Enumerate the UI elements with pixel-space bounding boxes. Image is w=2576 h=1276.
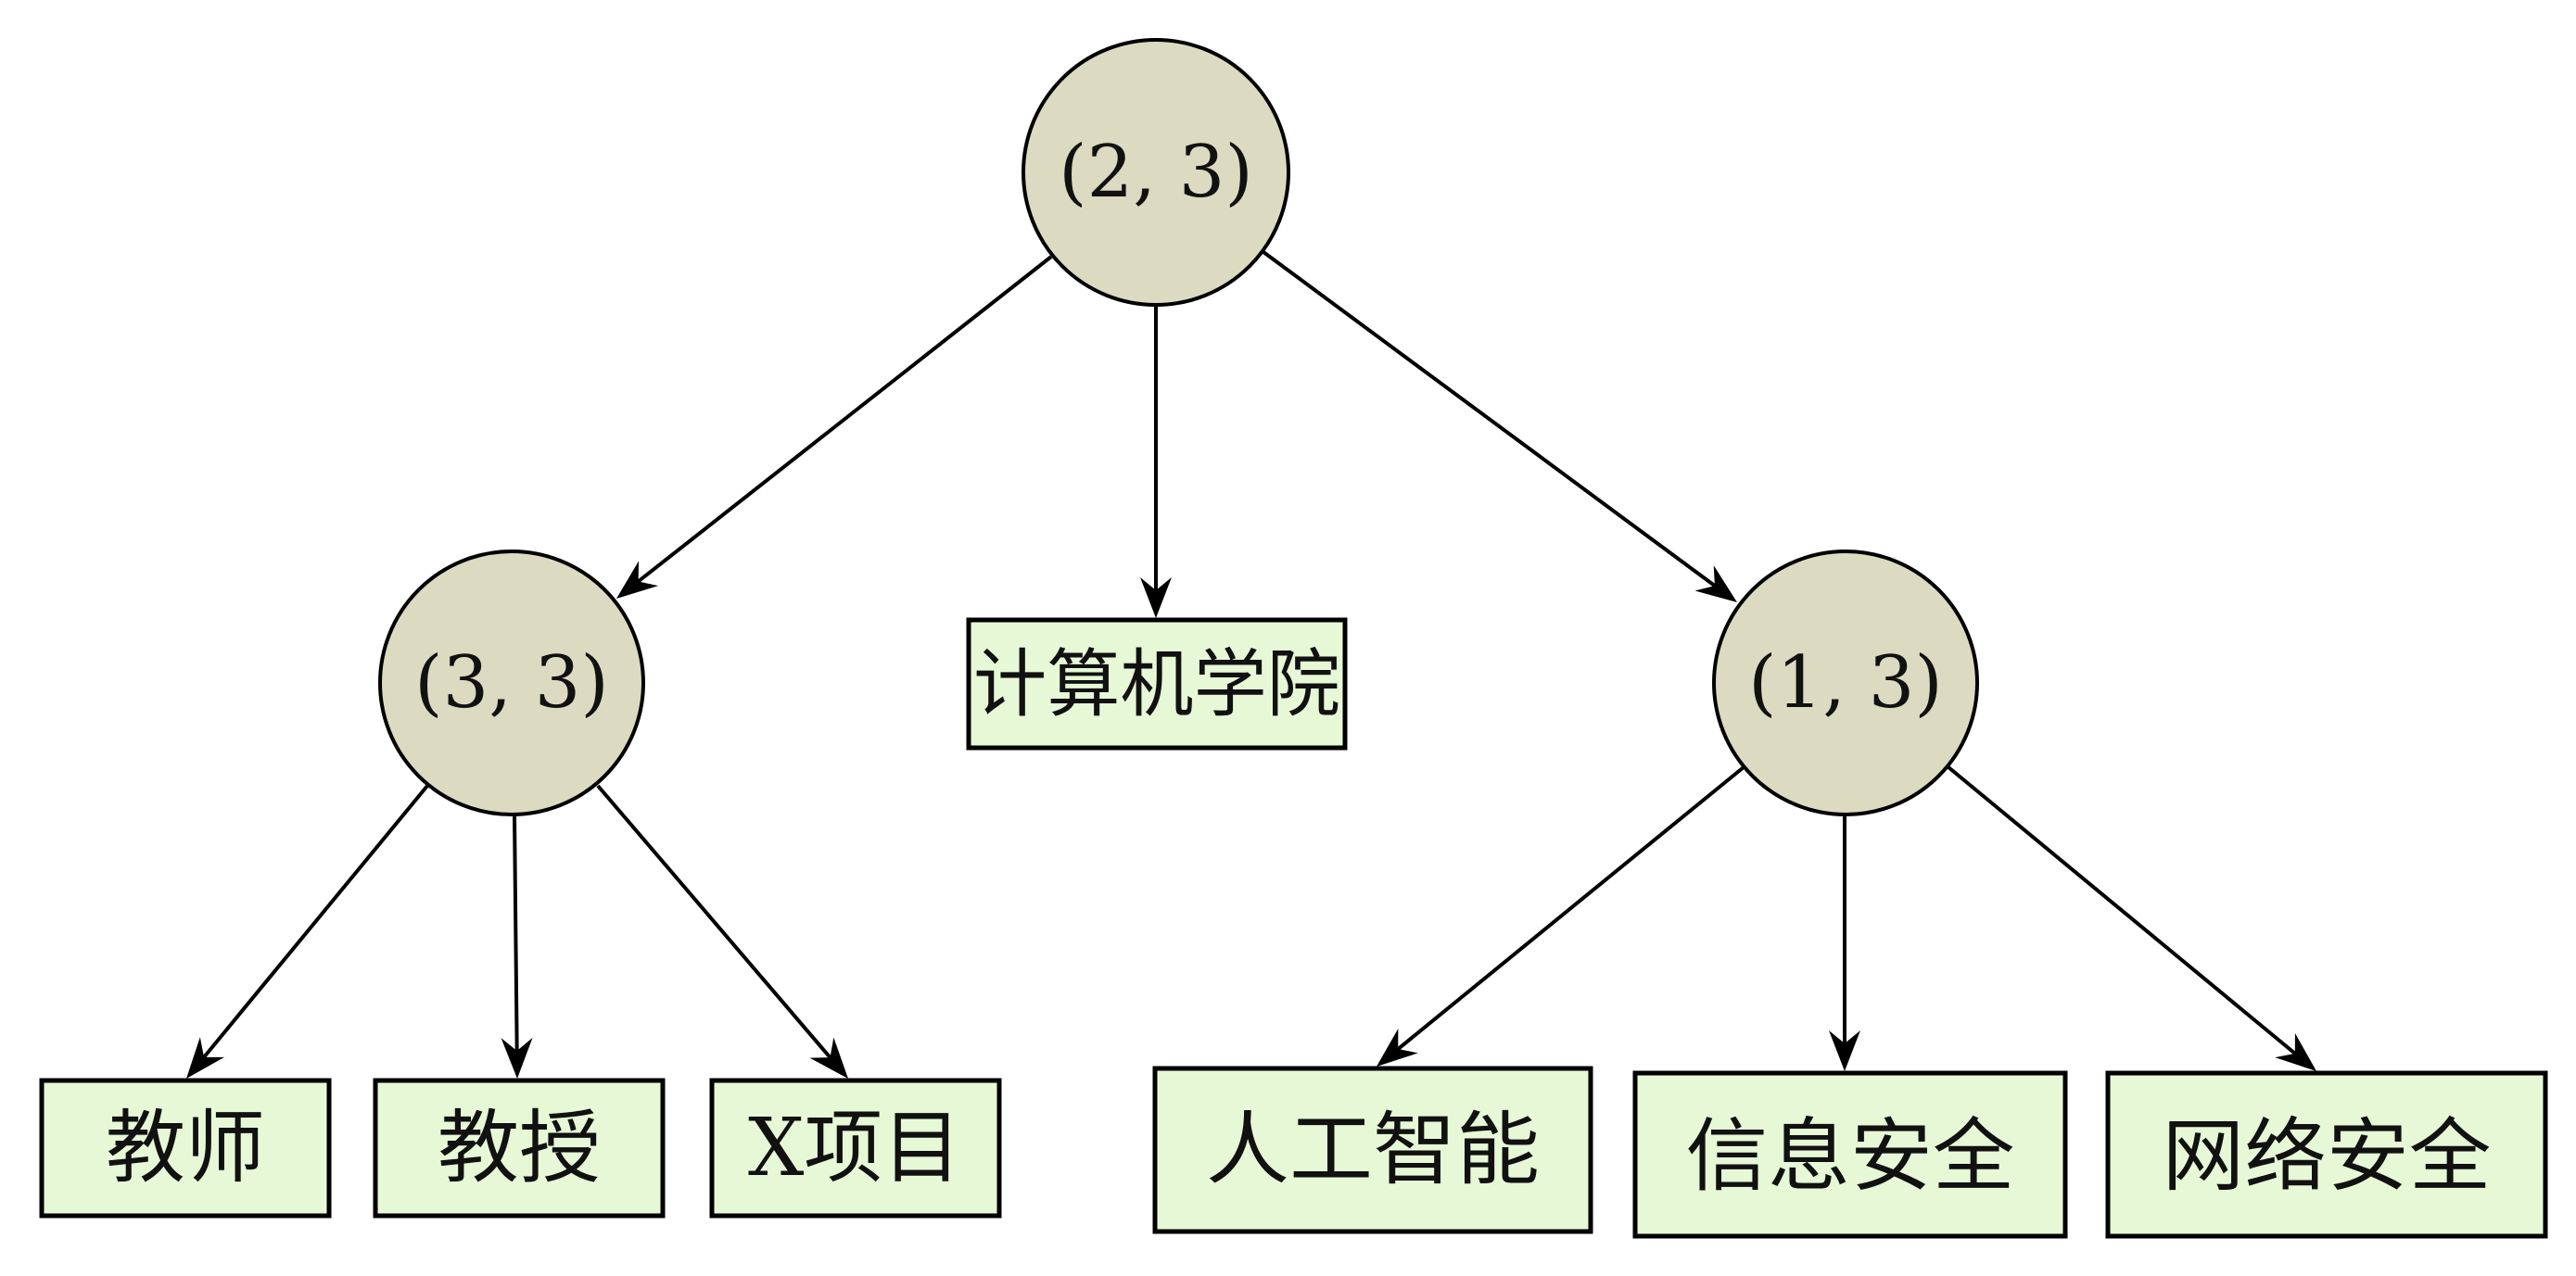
arrowhead-icon <box>1140 577 1172 618</box>
node-ai: 人工智能 <box>1152 1066 1593 1234</box>
edge-line <box>513 814 519 1052</box>
node-ai-box <box>1152 1066 1593 1234</box>
arrowhead-icon <box>616 561 659 599</box>
node-netsec-box <box>2105 1070 2548 1239</box>
node-1-3-circle <box>1712 550 1979 816</box>
node-3-3: (3, 3) <box>378 550 645 816</box>
edge-n33-to-teacher <box>186 784 429 1079</box>
node-netsec: 网络安全 <box>2105 1070 2548 1239</box>
node-ai-label: 人工智能 <box>1206 1104 1540 1196</box>
node-1-3: (1, 3) <box>1712 550 1979 816</box>
node-xproject: X项目 <box>709 1078 1002 1219</box>
node-1-3-label: (1, 3) <box>1748 641 1943 725</box>
edge-root-to-n13 <box>1262 250 1737 602</box>
edge-root-to-n33 <box>616 255 1053 599</box>
edge-line <box>637 255 1053 584</box>
arrowhead-icon <box>186 1037 225 1079</box>
node-teacher: 教师 <box>39 1078 332 1219</box>
edge-line <box>1947 765 2297 1055</box>
arrowhead-icon <box>809 1037 848 1079</box>
node-teacher-box <box>39 1078 332 1219</box>
edge-n13-to-infosec <box>1829 815 1860 1071</box>
edge-line <box>1262 250 1717 587</box>
edge-n33-to-professor <box>501 814 533 1079</box>
edge-line <box>596 784 832 1059</box>
node-college: 计算机学院 <box>966 617 1348 751</box>
node-root-label: (2, 3) <box>1059 131 1253 214</box>
arrowhead-icon <box>1694 565 1737 602</box>
arrowhead-icon <box>1829 1030 1860 1071</box>
node-infosec: 信息安全 <box>1632 1070 2068 1239</box>
node-3-3-circle <box>378 550 645 816</box>
node-professor-box <box>373 1078 666 1219</box>
arrowhead-icon <box>501 1037 533 1079</box>
arrowhead-icon <box>2275 1032 2316 1071</box>
edge-n33-to-xproject <box>596 784 848 1079</box>
node-professor-label: 教授 <box>438 1102 601 1194</box>
node-xproject-box <box>709 1078 1002 1219</box>
edge-line <box>1396 765 1745 1051</box>
edge-line <box>202 784 429 1059</box>
node-infosec-box <box>1632 1070 2068 1239</box>
arrowhead-icon <box>1377 1029 1418 1067</box>
edge-root-to-college <box>1140 305 1172 618</box>
node-netsec-label: 网络安全 <box>2163 1110 2492 1203</box>
edge-n13-to-ai <box>1377 765 1745 1067</box>
node-root-circle <box>1022 38 1290 307</box>
node-root: (2, 3) <box>1022 38 1290 307</box>
node-college-label: 计算机学院 <box>973 641 1340 727</box>
node-infosec-label: 信息安全 <box>1686 1110 2015 1203</box>
node-college-box <box>966 617 1348 751</box>
edges <box>186 250 2316 1079</box>
node-teacher-label: 教师 <box>106 1102 265 1194</box>
edge-n13-to-netsec <box>1947 765 2316 1071</box>
node-xproject-label: X项目 <box>748 1102 961 1194</box>
node-3-3-label: (3, 3) <box>414 641 609 725</box>
node-professor: 教授 <box>373 1078 666 1219</box>
